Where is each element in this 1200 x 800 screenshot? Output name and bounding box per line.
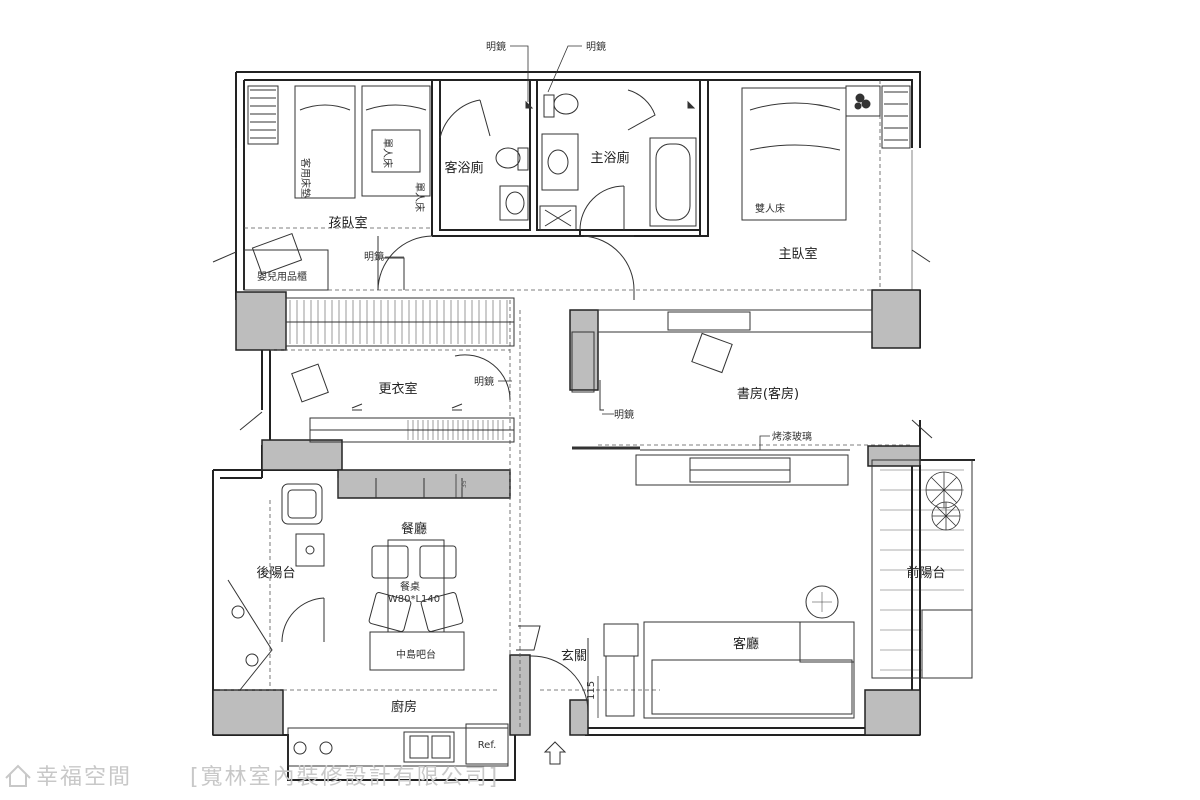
annotation-dim-35: 35 [461,480,468,488]
label-single-bed-1: 單人床 [381,138,394,168]
label-dining: 餐廳 [401,521,427,537]
label-back-balcony: 後陽台 [256,566,295,581]
walls [212,71,975,781]
double-bed [741,87,847,221]
label-double-bed: 雙人床 [755,202,785,215]
watermark-company: [寬林室內裝修設計有限公司] [190,765,499,790]
label-guest-bath: 客浴廁 [444,160,483,176]
label-master-bath: 主浴廁 [590,150,629,166]
label-child-bedroom: 孩臥室 [328,215,367,231]
house-logo-icon [5,764,31,787]
annotation-mirror-4: 明鏡 [474,375,494,388]
room-labels: 孩臥室 客浴廁 主浴廁 主臥室 更衣室 書房(客房) 後陽台 餐廳 客廳 前陽台… [256,150,945,715]
single-bed [361,85,431,197]
label-guest-mattress: 客用床墊 [299,158,312,198]
label-living: 客廳 [733,636,759,652]
guest-mattress [294,85,356,199]
annotation-mirror-3: 明鏡 [364,250,384,263]
label-single-bed-2: 單人床 [413,182,426,212]
windows [212,148,933,439]
label-master-bedroom: 主臥室 [778,246,817,262]
child-bedroom [243,85,433,291]
furniture-labels: 客用床墊 單人床 單人床 雙人床 嬰兒用品櫃 餐桌 W80*L140 中島吧台 … [257,138,785,751]
annotation-mirror-1: 明鏡 [486,40,506,53]
front-balcony [871,459,973,679]
dressing-room [285,297,515,443]
label-dressing-room: 更衣室 [378,381,417,397]
annotation-baked-glass: 烤漆玻璃 [772,430,812,443]
label-front-balcony: 前陽台 [906,565,945,581]
annotations: 明鏡 明鏡 明鏡 明鏡 明鏡 烤漆玻璃 35 115 [364,40,812,700]
label-entrance: 玄關 [561,649,587,664]
label-study: 書房(客房) [737,386,799,402]
baby-cabinet [243,249,329,291]
columns [212,289,921,736]
label-island-bar: 中島吧台 [396,648,436,661]
annotation-mirror-2: 明鏡 [586,40,606,53]
study [571,309,873,486]
guest-bath [439,99,534,221]
label-baby-cabinet: 嬰兒用品櫃 [257,270,307,283]
island-bar [369,631,465,671]
back-balcony [227,483,325,691]
dining-furniture [368,539,465,671]
kitchen-counter [287,478,509,767]
living-room [516,585,855,765]
label-dining-table-size: W80*L140 [388,594,440,605]
watermark-brand: 幸福空間 [36,765,132,790]
label-fridge: Ref. [478,740,497,751]
watermark: 幸福空間 [寬林室內裝修設計有限公司] [5,764,499,790]
annotation-dim-115: 115 [586,681,597,700]
leader-lines [385,45,770,718]
master-bath [539,89,697,231]
label-kitchen: 廚房 [391,699,417,715]
label-dining-table: 餐桌 [400,580,420,593]
annotation-mirror-5: 明鏡 [614,408,634,421]
master-bedroom [583,85,911,300]
